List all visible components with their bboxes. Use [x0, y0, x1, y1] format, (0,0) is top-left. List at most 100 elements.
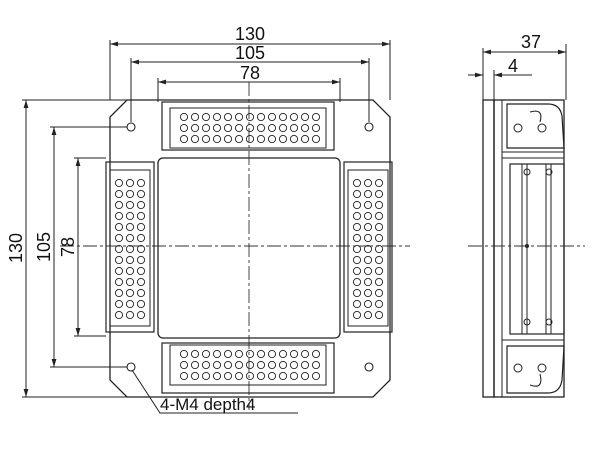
led-dot [374, 189, 384, 199]
led-dot [352, 222, 362, 232]
dim-width-mid-label: 105 [235, 43, 265, 63]
led-dot [136, 189, 146, 199]
led-dot [136, 244, 146, 254]
dim-width-overall: 130 [109, 24, 391, 100]
led-dot [352, 310, 362, 320]
led-dot [374, 288, 384, 298]
led-dot [201, 349, 211, 359]
led-dot [223, 371, 233, 381]
side-bottom-bracket [506, 345, 565, 394]
dim-height-mid-label: 105 [34, 232, 54, 262]
led-dot [256, 371, 266, 381]
led-dot [223, 349, 233, 359]
led-dot [374, 200, 384, 210]
led-dot [201, 134, 211, 144]
led-dot [267, 112, 277, 122]
led-dot [212, 371, 222, 381]
dim-width-overall-label: 130 [235, 24, 265, 44]
led-dot [289, 349, 299, 359]
led-dot [289, 360, 299, 370]
led-dot [300, 112, 310, 122]
led-dot [311, 371, 321, 381]
led-dot [363, 310, 373, 320]
dim-depth-step: 4 [468, 56, 532, 100]
led-dot [363, 189, 373, 199]
led-dot [125, 222, 135, 232]
led-dot [114, 233, 124, 243]
led-dot [179, 349, 189, 359]
led-dot [374, 266, 384, 276]
dim-height-inner-label: 78 [58, 237, 78, 257]
led-dot [300, 123, 310, 133]
led-dot [234, 112, 244, 122]
led-dot [201, 123, 211, 133]
led-dot [352, 189, 362, 199]
led-dot [125, 310, 135, 320]
led-dot [114, 288, 124, 298]
led-dot [212, 134, 222, 144]
led-dot [300, 371, 310, 381]
led-dot [125, 178, 135, 188]
led-dot [201, 360, 211, 370]
led-dot [234, 123, 244, 133]
led-dot [363, 244, 373, 254]
led-dot [311, 123, 321, 133]
led-dot [278, 371, 288, 381]
led-dot [212, 349, 222, 359]
led-dot [136, 310, 146, 320]
led-dot [352, 244, 362, 254]
led-block-top [161, 101, 335, 151]
led-dot [363, 178, 373, 188]
led-dot [352, 277, 362, 287]
led-dot [212, 123, 222, 133]
led-dot [190, 134, 200, 144]
front-view: 4-M4 depth4 130 105 78 130 [6, 24, 410, 414]
led-dot [136, 299, 146, 309]
led-dot [352, 288, 362, 298]
led-dot [352, 266, 362, 276]
side-top-bracket [502, 103, 565, 159]
led-dot [300, 360, 310, 370]
dim-height-overall: 130 [6, 99, 127, 398]
led-dot [114, 255, 124, 265]
led-dot [114, 200, 124, 210]
led-dot [267, 123, 277, 133]
led-dot [289, 371, 299, 381]
led-dot [114, 266, 124, 276]
led-dot [352, 299, 362, 309]
led-dot [125, 189, 135, 199]
side-rails [502, 163, 565, 341]
led-dot [114, 277, 124, 287]
led-dot [289, 134, 299, 144]
led-dot [352, 255, 362, 265]
led-dot [256, 360, 266, 370]
led-dot [363, 266, 373, 276]
led-dot [363, 277, 373, 287]
hole-leader [131, 369, 298, 414]
led-dot [245, 349, 255, 359]
led-dot [190, 360, 200, 370]
dim-height-inner: 78 [58, 157, 106, 337]
dim-depth-overall-label: 37 [521, 32, 541, 52]
led-dot [245, 123, 255, 133]
led-dot [374, 310, 384, 320]
led-dot [190, 112, 200, 122]
mount-hole-bottom-left [126, 362, 136, 372]
led-dot [234, 371, 244, 381]
led-dot [201, 371, 211, 381]
led-dot [363, 233, 373, 243]
led-dot [114, 189, 124, 199]
led-dot [136, 255, 146, 265]
led-dot [363, 288, 373, 298]
mount-hole-top-left [126, 122, 136, 132]
led-dot [374, 233, 384, 243]
led-dot [190, 371, 200, 381]
led-dot [363, 211, 373, 221]
led-dot [374, 178, 384, 188]
led-dot [190, 123, 200, 133]
led-dot [352, 200, 362, 210]
led-dot [363, 222, 373, 232]
led-dot [245, 371, 255, 381]
led-dot [136, 288, 146, 298]
led-dot [125, 299, 135, 309]
